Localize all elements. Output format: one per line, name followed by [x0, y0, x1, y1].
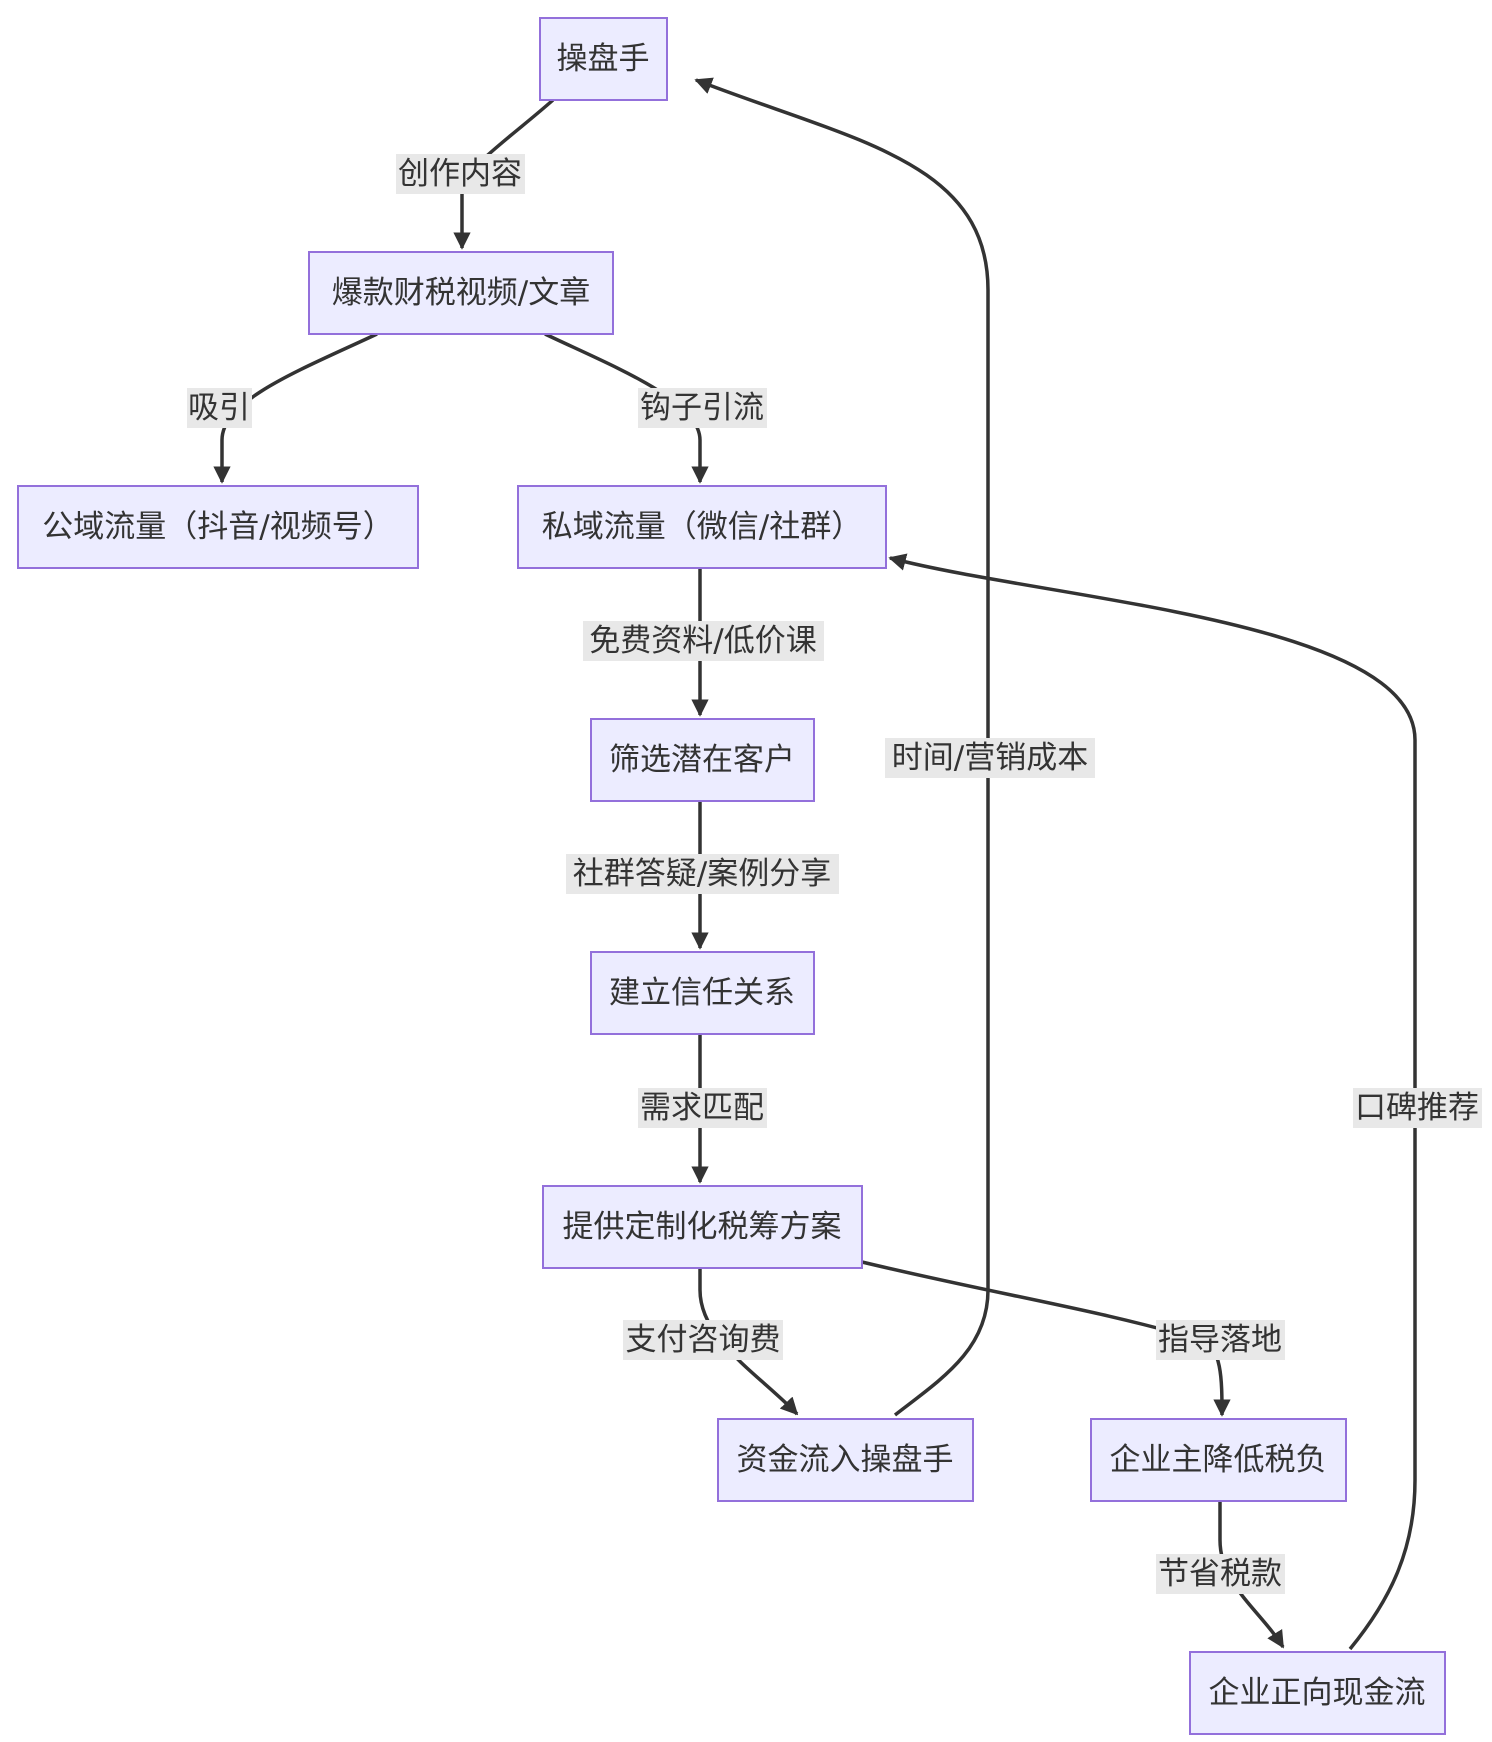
node-reduce-tax-label: 企业主降低税负 — [1110, 1442, 1327, 1478]
edge-label-guide-text: 指导落地 — [1158, 1322, 1282, 1358]
edge-label-attract: 吸引 — [187, 388, 252, 428]
edge-label-match-text: 需求匹配 — [640, 1090, 764, 1126]
node-screen-prospects-label: 筛选潜在客户 — [609, 742, 795, 778]
edge-guide — [861, 1260, 1231, 1417]
edge-label-hook: 钩子引流 — [638, 388, 767, 428]
node-build-trust[interactable]: 建立信任关系 — [590, 951, 815, 1035]
edge-label-wom: 口碑推荐 — [1353, 1088, 1482, 1128]
edge-label-guide: 指导落地 — [1156, 1320, 1285, 1360]
node-funds-inflow-label: 资金流入操盘手 — [737, 1442, 954, 1478]
node-funds-inflow[interactable]: 资金流入操盘手 — [717, 1418, 974, 1502]
edge-label-attract-text: 吸引 — [188, 390, 250, 426]
edge-wom — [888, 553, 1417, 1651]
edge-labels: 创作内容 吸引 钩子引流 免费资料/低价课 社群答疑/案例分享 需求匹配 支付咨… — [187, 154, 1482, 1594]
edge-label-save: 节省税款 — [1156, 1554, 1285, 1594]
edge-label-hook-text: 钩子引流 — [640, 390, 764, 426]
edge-label-free-text: 免费资料/低价课 — [589, 623, 816, 659]
nodes: 操盘手 爆款财税视频/文章 公域流量（抖音/视频号） 私域流量（微信/社群） 筛… — [17, 17, 1446, 1735]
edge-label-community-text: 社群答疑/案例分享 — [573, 856, 831, 892]
node-public-traffic-label: 公域流量（抖音/视频号） — [42, 509, 393, 545]
edge-label-create: 创作内容 — [396, 154, 525, 194]
edge-label-free: 免费资料/低价课 — [583, 621, 824, 661]
node-viral-content[interactable]: 爆款财税视频/文章 — [308, 251, 614, 335]
edge-label-save-text: 节省税款 — [1158, 1556, 1282, 1592]
edge-label-match: 需求匹配 — [638, 1088, 767, 1128]
node-private-traffic-label: 私域流量（微信/社群） — [542, 509, 862, 545]
edge-cost — [694, 77, 990, 1417]
edge-label-pay-text: 支付咨询费 — [626, 1322, 781, 1358]
edge-hook — [544, 332, 709, 484]
node-reduce-tax[interactable]: 企业主降低税负 — [1090, 1418, 1347, 1502]
node-build-trust-label: 建立信任关系 — [609, 975, 795, 1011]
node-private-traffic[interactable]: 私域流量（微信/社群） — [517, 485, 887, 569]
edge-label-wom-text: 口碑推荐 — [1355, 1090, 1479, 1126]
node-positive-cashflow[interactable]: 企业正向现金流 — [1189, 1651, 1446, 1735]
edge-label-pay: 支付咨询费 — [623, 1320, 783, 1360]
node-operator[interactable]: 操盘手 — [539, 17, 668, 101]
edge-label-community: 社群答疑/案例分享 — [566, 854, 839, 894]
node-operator-label: 操盘手 — [557, 41, 650, 77]
node-custom-plan[interactable]: 提供定制化税筹方案 — [542, 1185, 863, 1269]
edge-label-cost: 时间/营销成本 — [885, 738, 1095, 778]
edge-label-create-text: 创作内容 — [398, 156, 522, 192]
edge-label-cost-text: 时间/营销成本 — [892, 740, 1088, 776]
node-custom-plan-label: 提供定制化税筹方案 — [563, 1209, 842, 1245]
node-positive-cashflow-label: 企业正向现金流 — [1209, 1675, 1426, 1711]
edge-attract — [213, 332, 378, 484]
node-viral-content-label: 爆款财税视频/文章 — [332, 275, 590, 311]
node-public-traffic[interactable]: 公域流量（抖音/视频号） — [17, 485, 419, 569]
node-screen-prospects[interactable]: 筛选潜在客户 — [590, 718, 815, 802]
